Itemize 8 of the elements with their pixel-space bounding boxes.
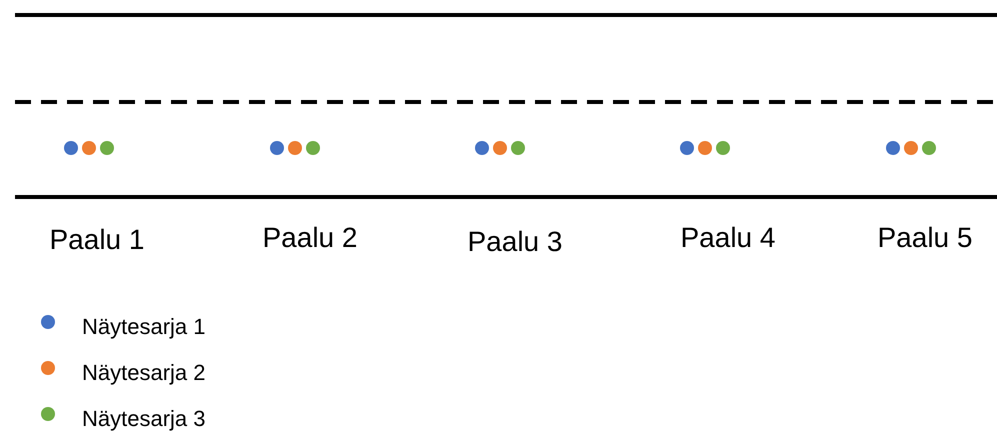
station-label: Paalu 3 [468, 228, 562, 256]
legend-label: Näytesarja 2 [82, 362, 206, 384]
legend-label: Näytesarja 1 [82, 316, 206, 338]
station-label: Paalu 2 [262, 224, 358, 252]
legend-label: Näytesarja 3 [82, 408, 206, 430]
station-label: Paalu 5 [878, 224, 972, 252]
station-label: Paalu 1 [50, 226, 144, 254]
station-label: Paalu 4 [680, 224, 776, 252]
